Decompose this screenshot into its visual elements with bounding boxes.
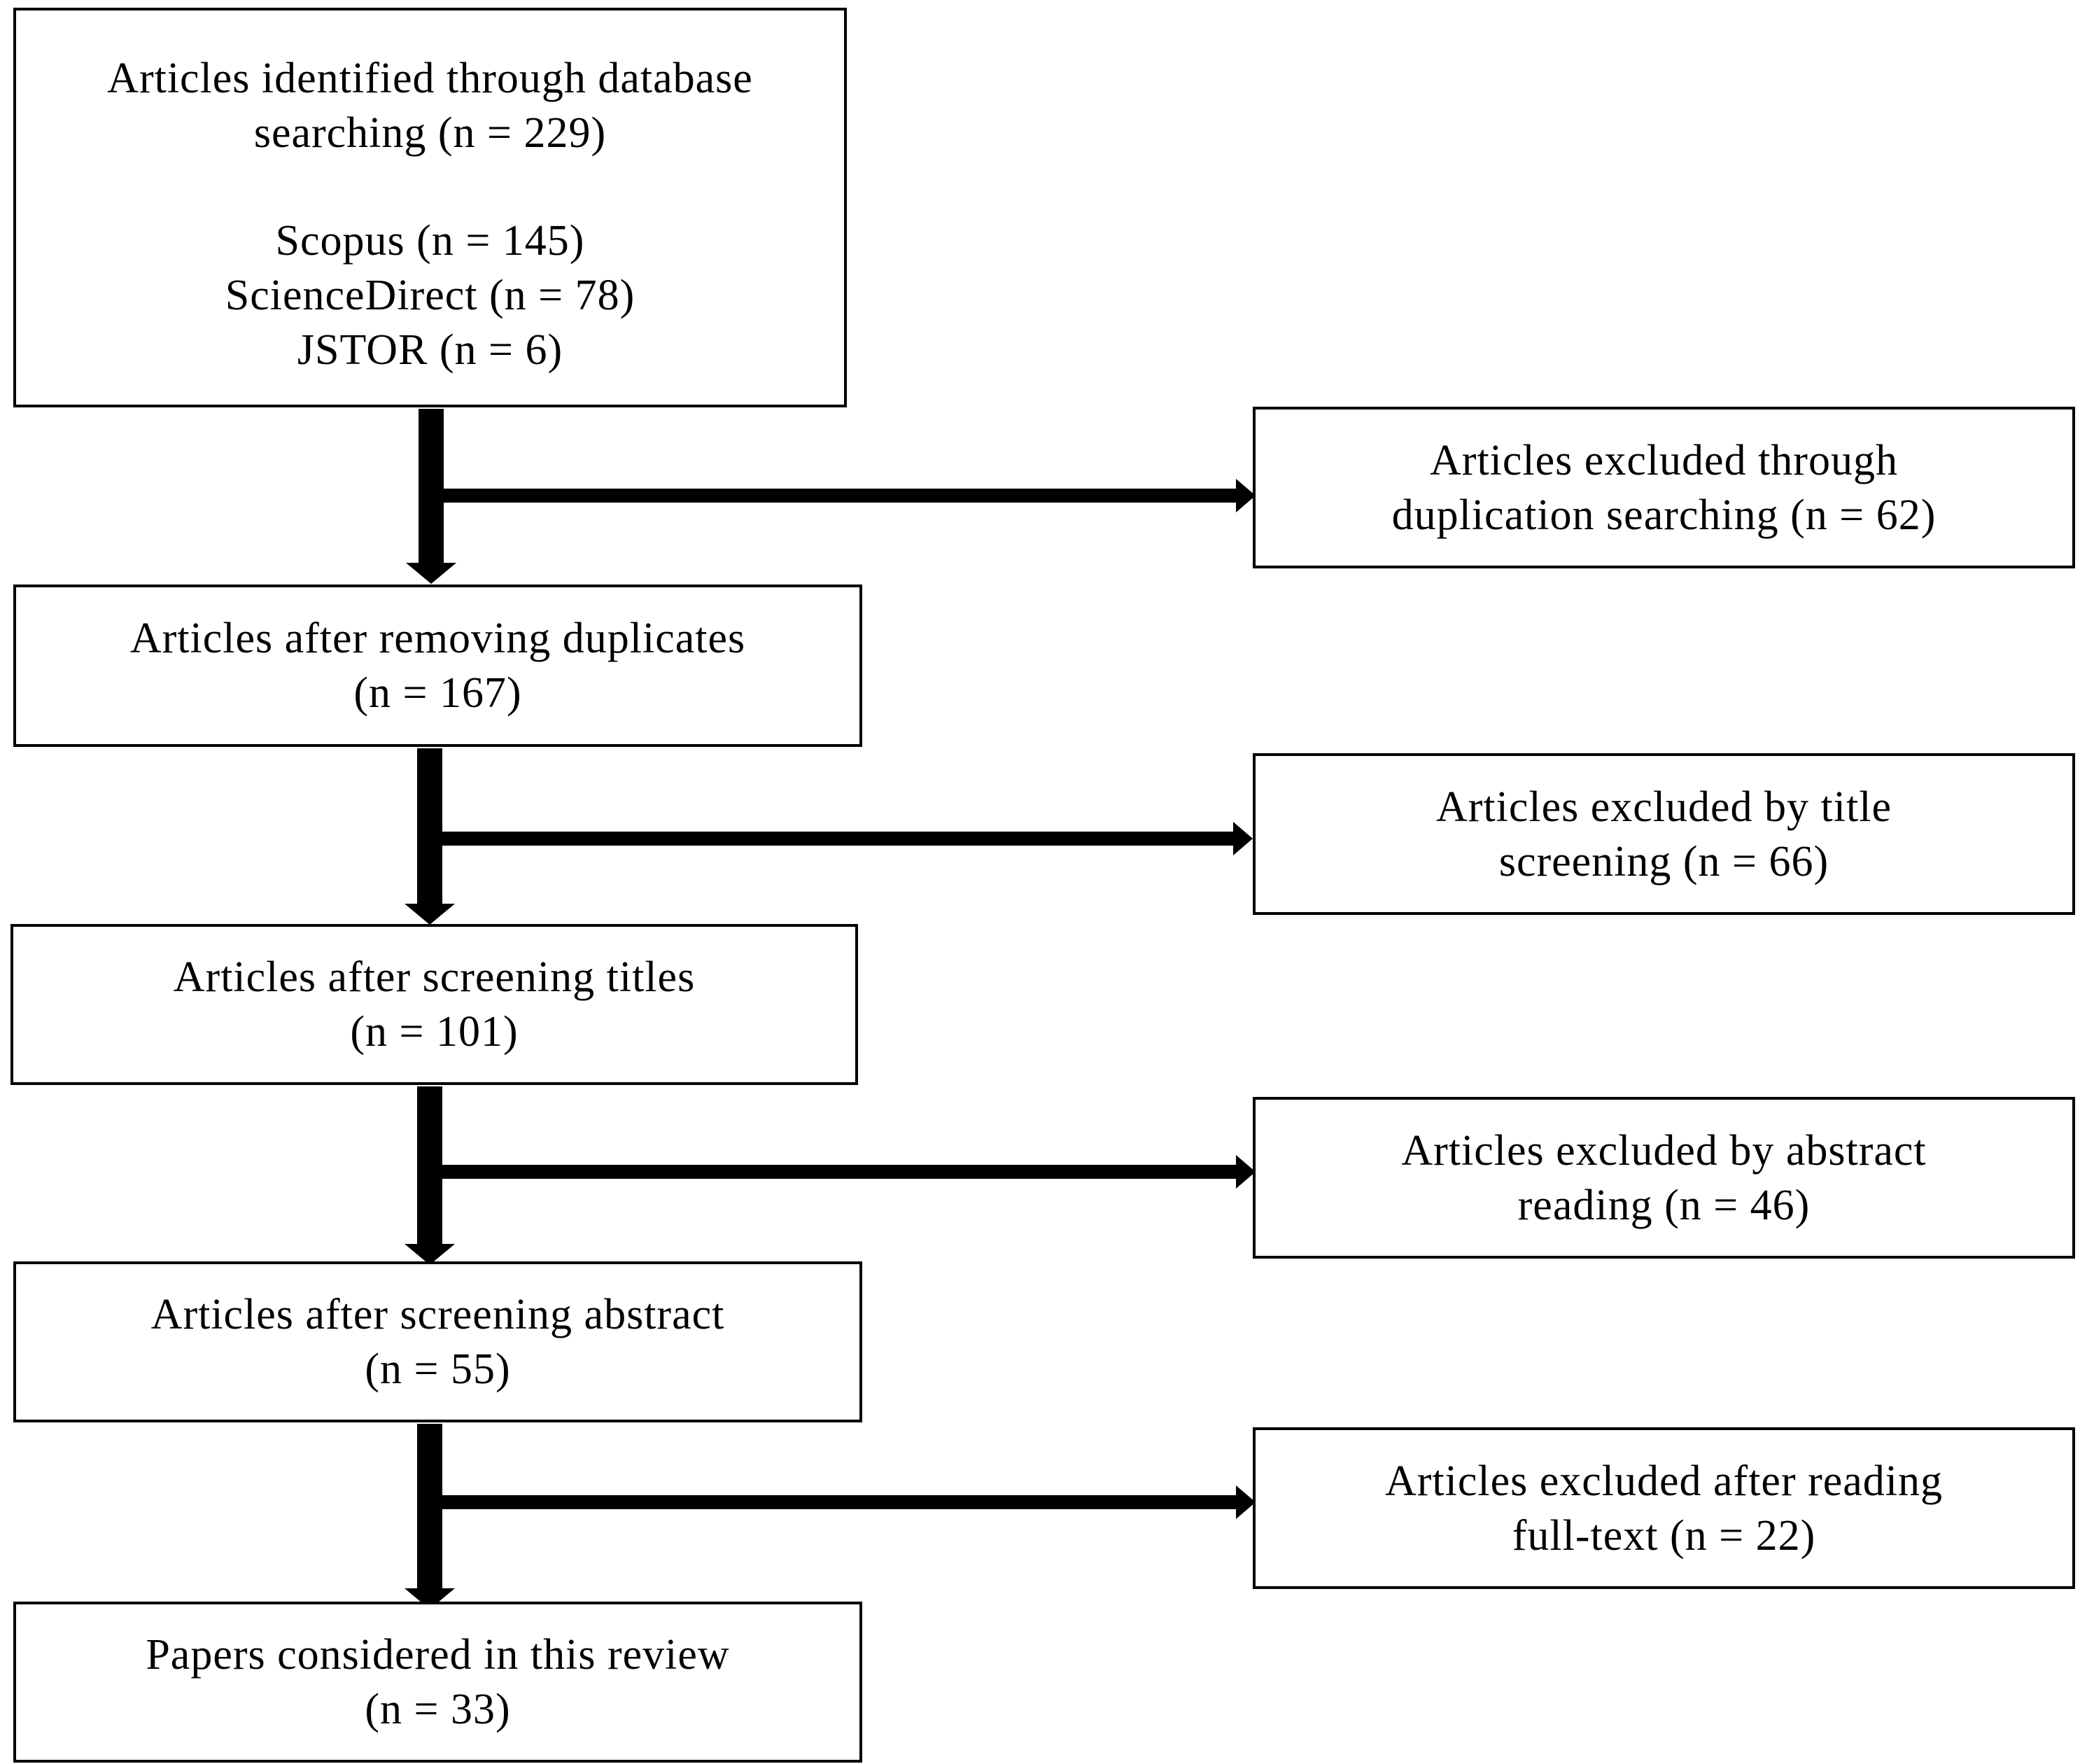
source-sciencedirect: ScienceDirect (n = 78) <box>225 272 635 319</box>
exclusion-arrow-2 <box>441 822 1253 855</box>
vertical-arrow-2 <box>405 748 455 925</box>
vertical-arrow-1 <box>406 409 456 584</box>
after-titles-line-1: Articles after screening titles <box>173 953 696 1001</box>
included-line-1: Papers considered in this review <box>146 1631 730 1679</box>
exclusion-arrow-1 <box>442 479 1256 512</box>
source-scopus: Scopus (n = 145) <box>275 217 585 265</box>
after-abstract-line-1: Articles after screening abstract <box>150 1291 725 1338</box>
after-duplicates-box: Articles after removing duplicates (n = … <box>13 584 862 747</box>
excluded-fulltext-line-1: Articles excluded after reading <box>1384 1457 1943 1505</box>
vertical-arrow-4 <box>405 1424 455 1609</box>
after-titles-box: Articles after screening titles (n = 101… <box>10 924 858 1085</box>
excluded-duplicates-box: Articles excluded through duplication se… <box>1253 407 2075 568</box>
source-jstor: JSTOR (n = 6) <box>297 326 563 374</box>
identified-line-2: searching (n = 229) <box>253 109 607 157</box>
exclusion-arrow-3 <box>441 1155 1256 1189</box>
included-line-2: (n = 33) <box>365 1686 511 1733</box>
excluded-abstract-box: Articles excluded by abstract reading (n… <box>1253 1097 2075 1259</box>
after-titles-line-2: (n = 101) <box>350 1008 519 1056</box>
vertical-arrow-3 <box>405 1086 455 1265</box>
after-duplicates-line-1: Articles after removing duplicates <box>129 615 746 662</box>
included-box: Papers considered in this review (n = 33… <box>13 1602 862 1763</box>
excluded-titles-line-2: screening (n = 66) <box>1498 837 1829 886</box>
excluded-abstract-line-2: reading (n = 46) <box>1517 1181 1811 1229</box>
excluded-duplicates-line-2: duplication searching (n = 62) <box>1391 491 1937 539</box>
excluded-abstract-line-1: Articles excluded by abstract <box>1401 1126 1927 1175</box>
excluded-titles-line-1: Articles excluded by title <box>1436 783 1892 831</box>
excluded-duplicates-line-1: Articles excluded through <box>1430 436 1898 484</box>
identified-line-1: Articles identified through database <box>107 55 753 102</box>
after-abstract-box: Articles after screening abstract (n = 5… <box>13 1261 862 1422</box>
after-abstract-line-2: (n = 55) <box>365 1345 511 1393</box>
identified-box: Articles identified through database sea… <box>13 8 847 407</box>
exclusion-arrow-4 <box>441 1485 1256 1519</box>
excluded-fulltext-line-2: full-text (n = 22) <box>1512 1511 1816 1560</box>
after-duplicates-line-2: (n = 167) <box>353 669 522 717</box>
excluded-titles-box: Articles excluded by title screening (n … <box>1253 753 2075 915</box>
excluded-fulltext-box: Articles excluded after reading full-tex… <box>1253 1427 2075 1589</box>
